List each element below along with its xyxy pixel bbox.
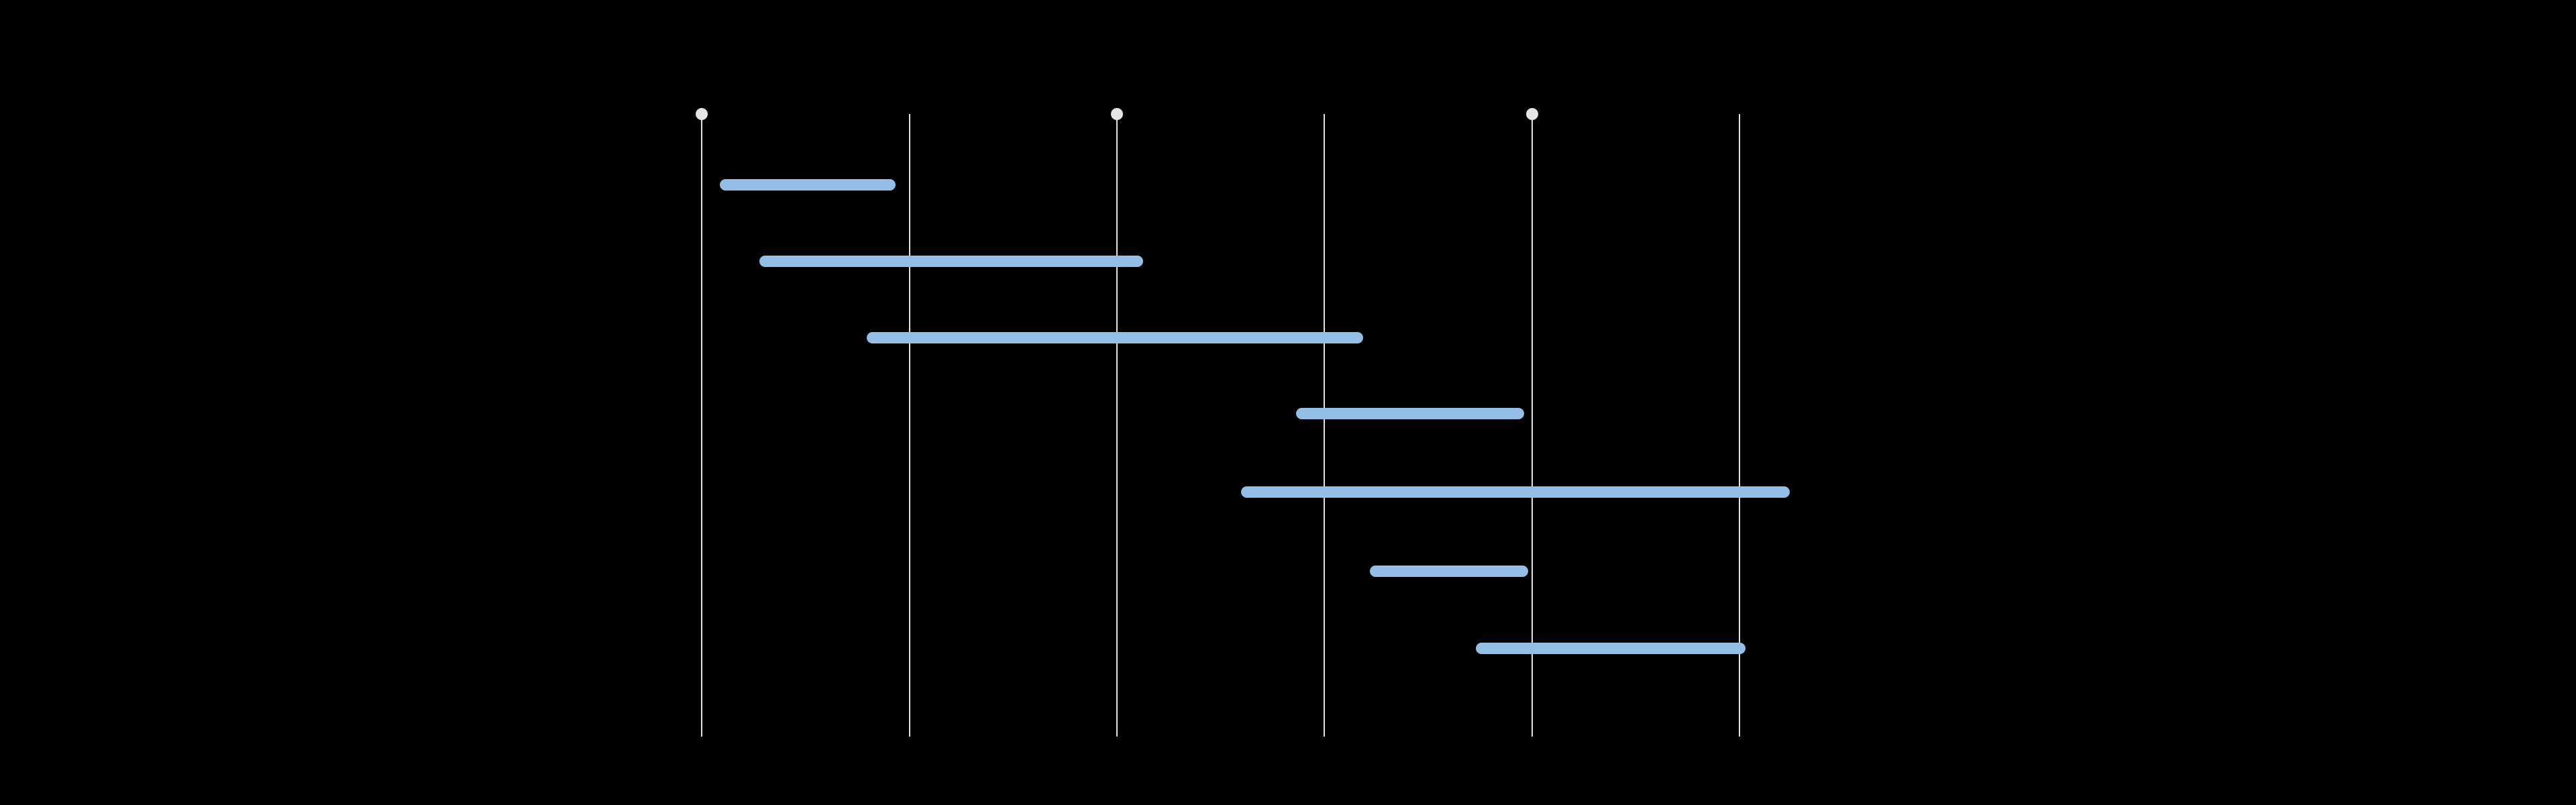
- gridline-3: [1324, 114, 1325, 737]
- milestone-marker-icon[interactable]: [696, 108, 708, 120]
- task-bar[interactable]: [867, 331, 1363, 343]
- task-bar[interactable]: [1370, 565, 1528, 577]
- task-bar[interactable]: [1476, 642, 1746, 654]
- gridline-4: [1532, 114, 1533, 737]
- gridline-5: [1739, 114, 1740, 737]
- task-bar[interactable]: [1296, 407, 1524, 419]
- gridline-0: [701, 114, 702, 737]
- task-bar-label: [1241, 486, 1242, 487]
- gridline-2: [1116, 114, 1118, 737]
- gridline-1: [909, 114, 910, 737]
- task-bar-label: [1296, 408, 1297, 409]
- milestone-marker-icon[interactable]: [1526, 108, 1538, 120]
- task-bar[interactable]: [759, 255, 1143, 267]
- task-bar[interactable]: [1241, 486, 1790, 498]
- milestone-marker-icon[interactable]: [1111, 108, 1123, 120]
- task-bar[interactable]: [720, 178, 896, 191]
